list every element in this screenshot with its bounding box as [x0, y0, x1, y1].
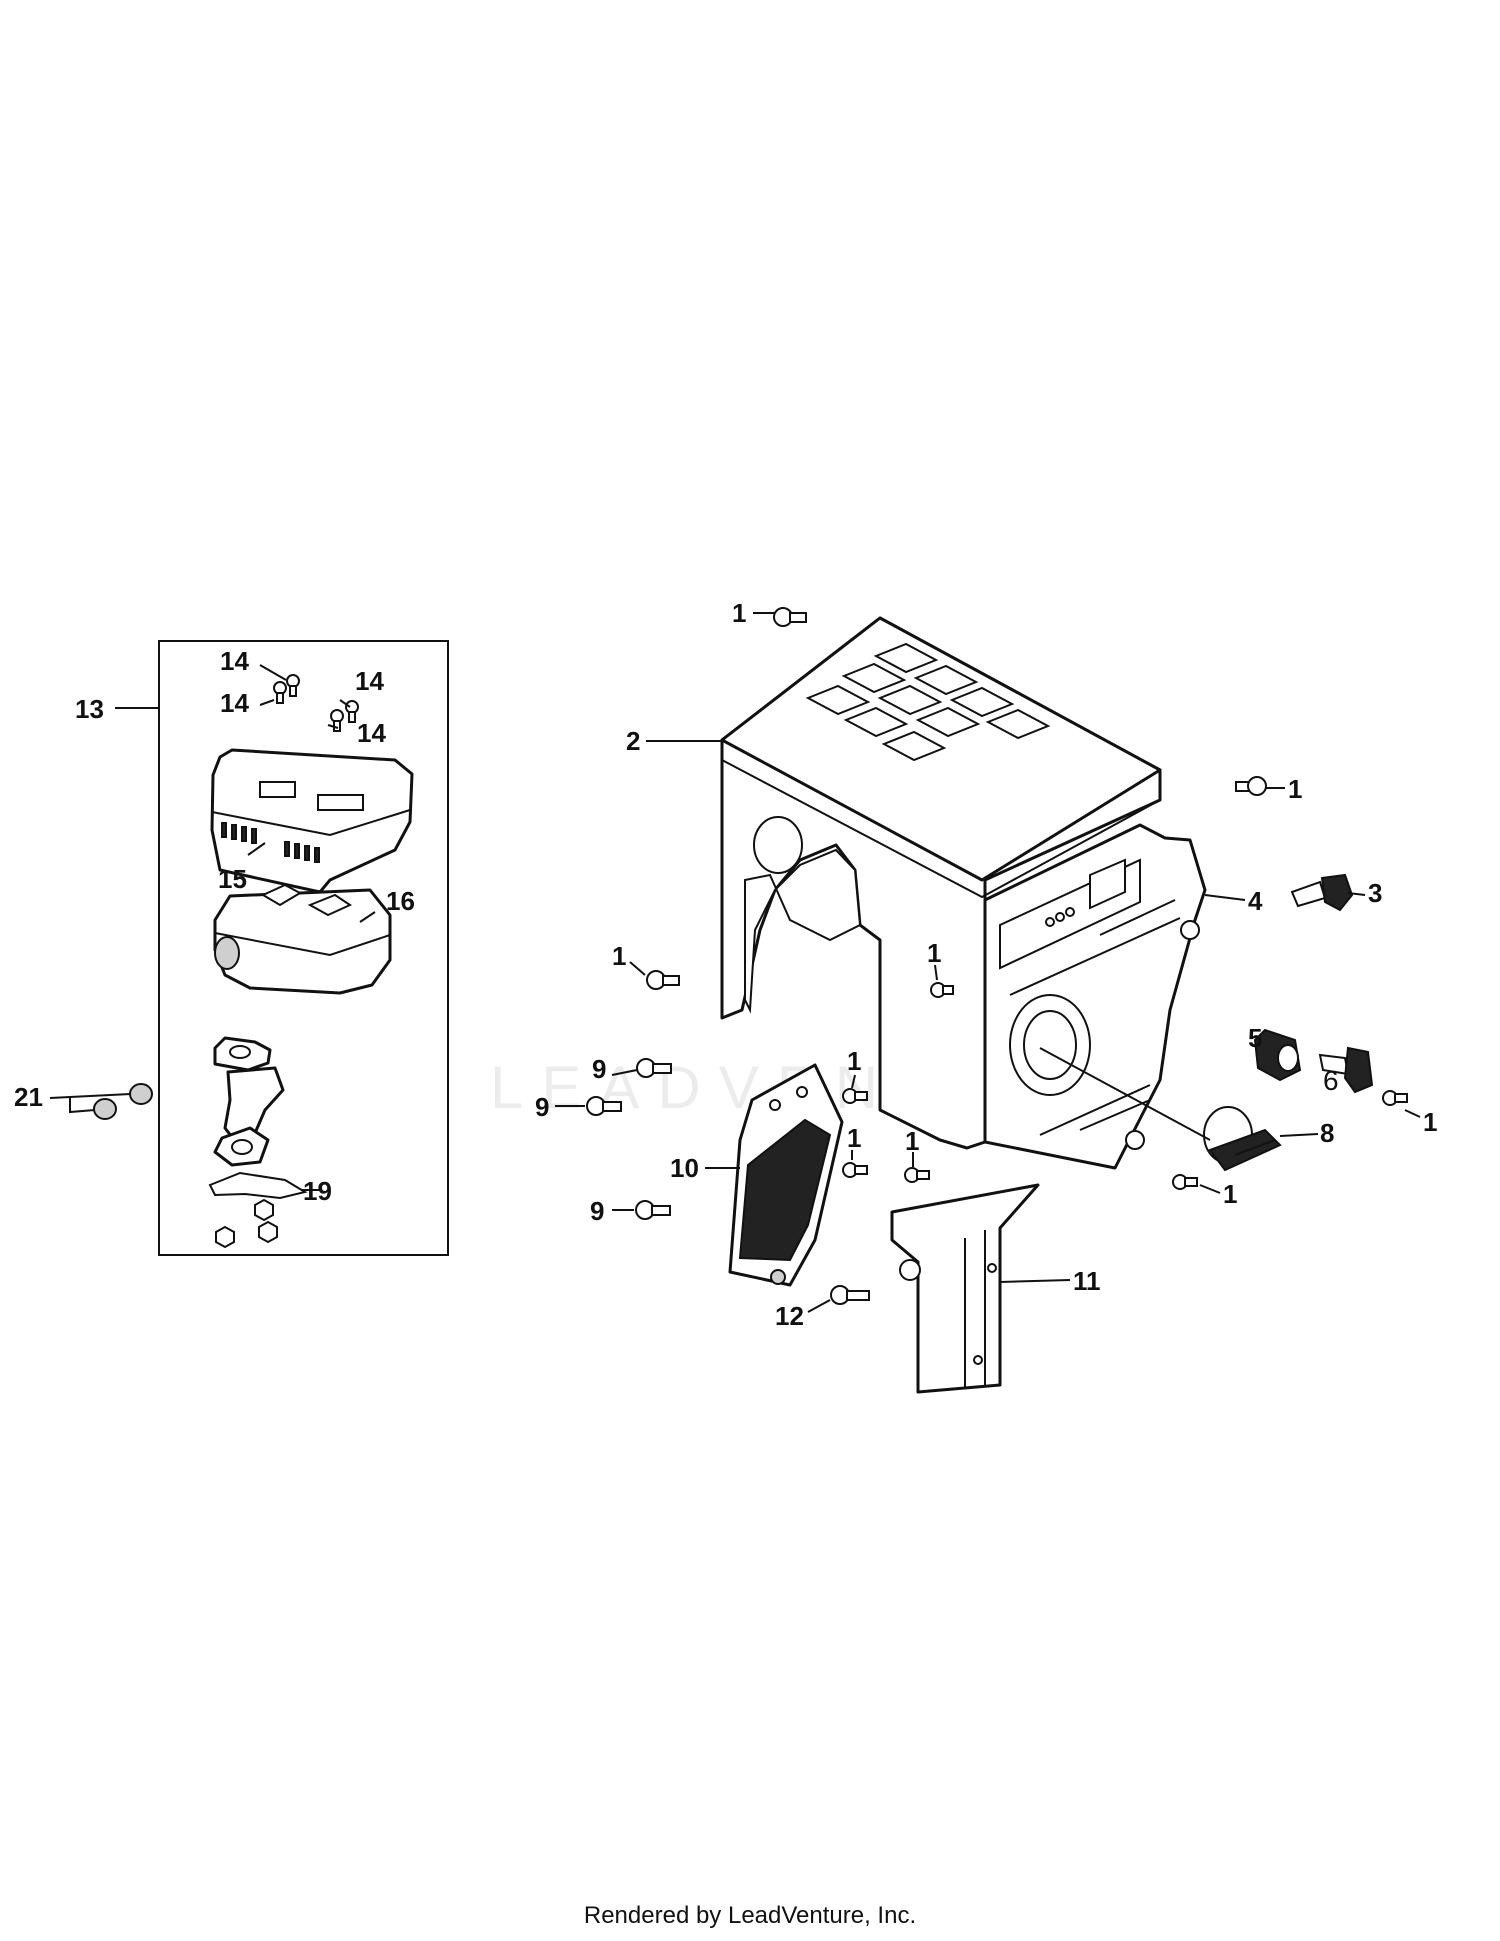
screw-1-right-upper[interactable] — [1235, 776, 1267, 796]
callout-1-below-a: 1 — [847, 1046, 861, 1076]
knob-8[interactable] — [1203, 1106, 1282, 1172]
screw-14-d[interactable] — [330, 709, 344, 732]
screw-1-below-b[interactable] — [842, 1162, 868, 1178]
callout-1-bottom-right: 1 — [1223, 1179, 1237, 1209]
callout-1-right-upper: 1 — [1288, 774, 1302, 804]
bracket-10[interactable] — [728, 1063, 844, 1287]
callout-6: 6 — [1323, 1065, 1339, 1096]
bolt-9-a[interactable] — [636, 1058, 672, 1078]
callout-21: 21 — [14, 1082, 43, 1112]
callout-2: 2 — [626, 726, 640, 756]
callout-16: 16 — [386, 886, 415, 916]
footer-credit: Rendered by LeadVenture, Inc. — [583, 1902, 917, 1929]
switch-5[interactable] — [1253, 1028, 1302, 1082]
screw-1-center-mid[interactable] — [930, 982, 954, 998]
cap-21-b[interactable] — [93, 1098, 117, 1120]
screw-1-left-mid[interactable] — [646, 970, 680, 990]
callout-9-a: 9 — [592, 1054, 606, 1084]
screw-1-below-a[interactable] — [842, 1088, 868, 1104]
callout-19: 19 — [303, 1176, 332, 1206]
cap-21-a[interactable] — [129, 1083, 153, 1105]
callout-1-below-c: 1 — [905, 1126, 919, 1156]
callout-3: 3 — [1368, 878, 1382, 908]
screw-1-right-low[interactable] — [1382, 1090, 1408, 1106]
nut-b[interactable] — [215, 1225, 235, 1249]
exhaust-elbow[interactable] — [213, 1036, 285, 1167]
gasket-19[interactable] — [208, 1171, 308, 1200]
callout-11: 11 — [1073, 1266, 1101, 1296]
screw-14-b[interactable] — [273, 681, 287, 704]
screw-14-c[interactable] — [345, 700, 359, 723]
callout-14-b: 14 — [220, 688, 249, 718]
callout-9-b: 9 — [535, 1092, 549, 1122]
callout-4: 4 — [1248, 886, 1263, 916]
callout-1-left-mid: 1 — [612, 941, 626, 971]
muffler-guard-15[interactable] — [210, 748, 414, 894]
callout-14-a: 14 — [220, 646, 249, 676]
bolt-9-b[interactable] — [586, 1096, 622, 1116]
nut-c[interactable] — [258, 1220, 278, 1244]
bracket-11[interactable] — [890, 1183, 1040, 1394]
callout-14-d: 14 — [357, 718, 386, 748]
bolt-12[interactable] — [830, 1285, 870, 1305]
callout-15: 15 — [218, 864, 247, 894]
callout-12: 12 — [775, 1301, 804, 1331]
muffler-16[interactable] — [213, 883, 392, 995]
callout-5: 5 — [1248, 1023, 1262, 1053]
screw-1-below-c[interactable] — [904, 1167, 930, 1183]
nut-a[interactable] — [254, 1198, 274, 1222]
callout-1-top: 1 — [732, 598, 746, 628]
callout-1-right-low: 1 — [1423, 1107, 1437, 1137]
callout-1-below-b: 1 — [847, 1123, 861, 1153]
callout-13: 13 — [75, 694, 104, 724]
key-6[interactable] — [1318, 1046, 1374, 1094]
callout-14-c: 14 — [355, 666, 384, 696]
callout-8: 8 — [1320, 1118, 1334, 1148]
engine-cover-2[interactable] — [720, 616, 1162, 1150]
callout-1-center-mid: 1 — [927, 938, 941, 968]
guard-vents — [221, 822, 320, 863]
screw-1-bottom-right[interactable] — [1172, 1174, 1198, 1190]
key-3[interactable] — [1290, 873, 1354, 912]
bolt-9-c[interactable] — [635, 1200, 671, 1220]
muffler-assembly-box — [158, 640, 449, 1256]
callout-10: 10 — [670, 1153, 699, 1183]
screw-14-a[interactable] — [286, 674, 300, 697]
callout-9-c: 9 — [590, 1196, 604, 1226]
cover-vents — [805, 642, 1051, 762]
control-panel-4[interactable] — [983, 823, 1207, 1170]
screw-1-top[interactable] — [773, 607, 807, 627]
